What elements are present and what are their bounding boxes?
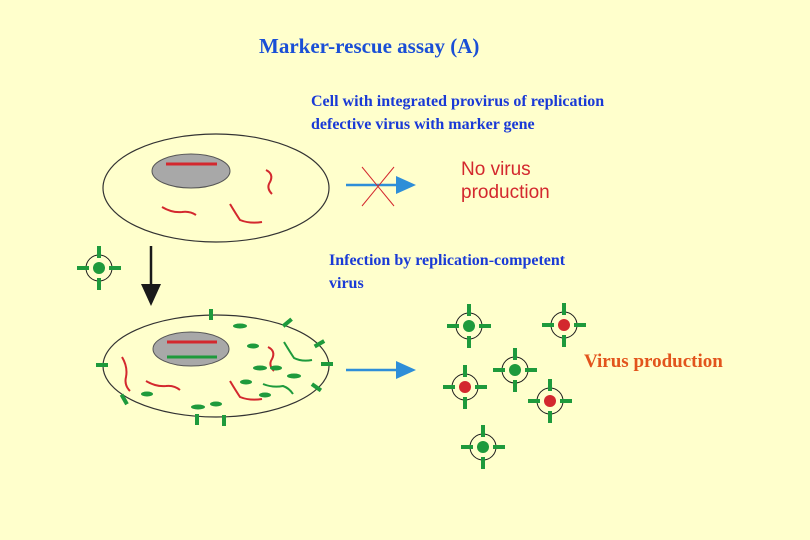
defective-cell xyxy=(102,133,330,243)
viral-proteins xyxy=(141,323,301,410)
no-virus-line1: No virus xyxy=(461,159,531,180)
virus-production-label: Virus production xyxy=(584,351,723,372)
virion-marker xyxy=(541,302,587,348)
infecting-virion xyxy=(76,245,122,291)
caption-infection-line2: virus xyxy=(329,275,364,292)
virion-helper xyxy=(446,303,492,349)
budding-envelope-proteins xyxy=(96,309,333,426)
no-virus-production-label: No virus production xyxy=(461,158,550,204)
nucleus xyxy=(151,153,231,189)
nucleus xyxy=(152,331,230,367)
production-arrow xyxy=(346,361,416,379)
caption-infection-line1: Infection by replication-competent xyxy=(329,252,566,269)
virion-helper xyxy=(492,347,538,393)
no-virus-line2: production xyxy=(461,182,550,203)
infection-arrow xyxy=(141,246,161,306)
viral-rna-green xyxy=(262,341,313,395)
diagram-title: Marker-rescue assay (A) xyxy=(259,34,480,58)
caption-defective-cell-line2: defective virus with marker gene xyxy=(311,116,535,133)
released-virions xyxy=(442,302,587,470)
viral-rna-red xyxy=(121,346,275,401)
caption-infection: Infection by replication-competent virus xyxy=(329,249,565,295)
coinfected-cell xyxy=(96,309,333,426)
virion-marker xyxy=(442,364,488,410)
caption-defective-cell: Cell with integrated provirus of replica… xyxy=(311,90,604,136)
virion-marker xyxy=(527,378,573,424)
virion-helper xyxy=(460,424,506,470)
caption-defective-cell-line1: Cell with integrated provirus of replica… xyxy=(311,93,605,110)
blocked-arrow xyxy=(346,166,416,207)
cell-membrane xyxy=(102,133,330,243)
viral-rna-red xyxy=(161,169,273,224)
